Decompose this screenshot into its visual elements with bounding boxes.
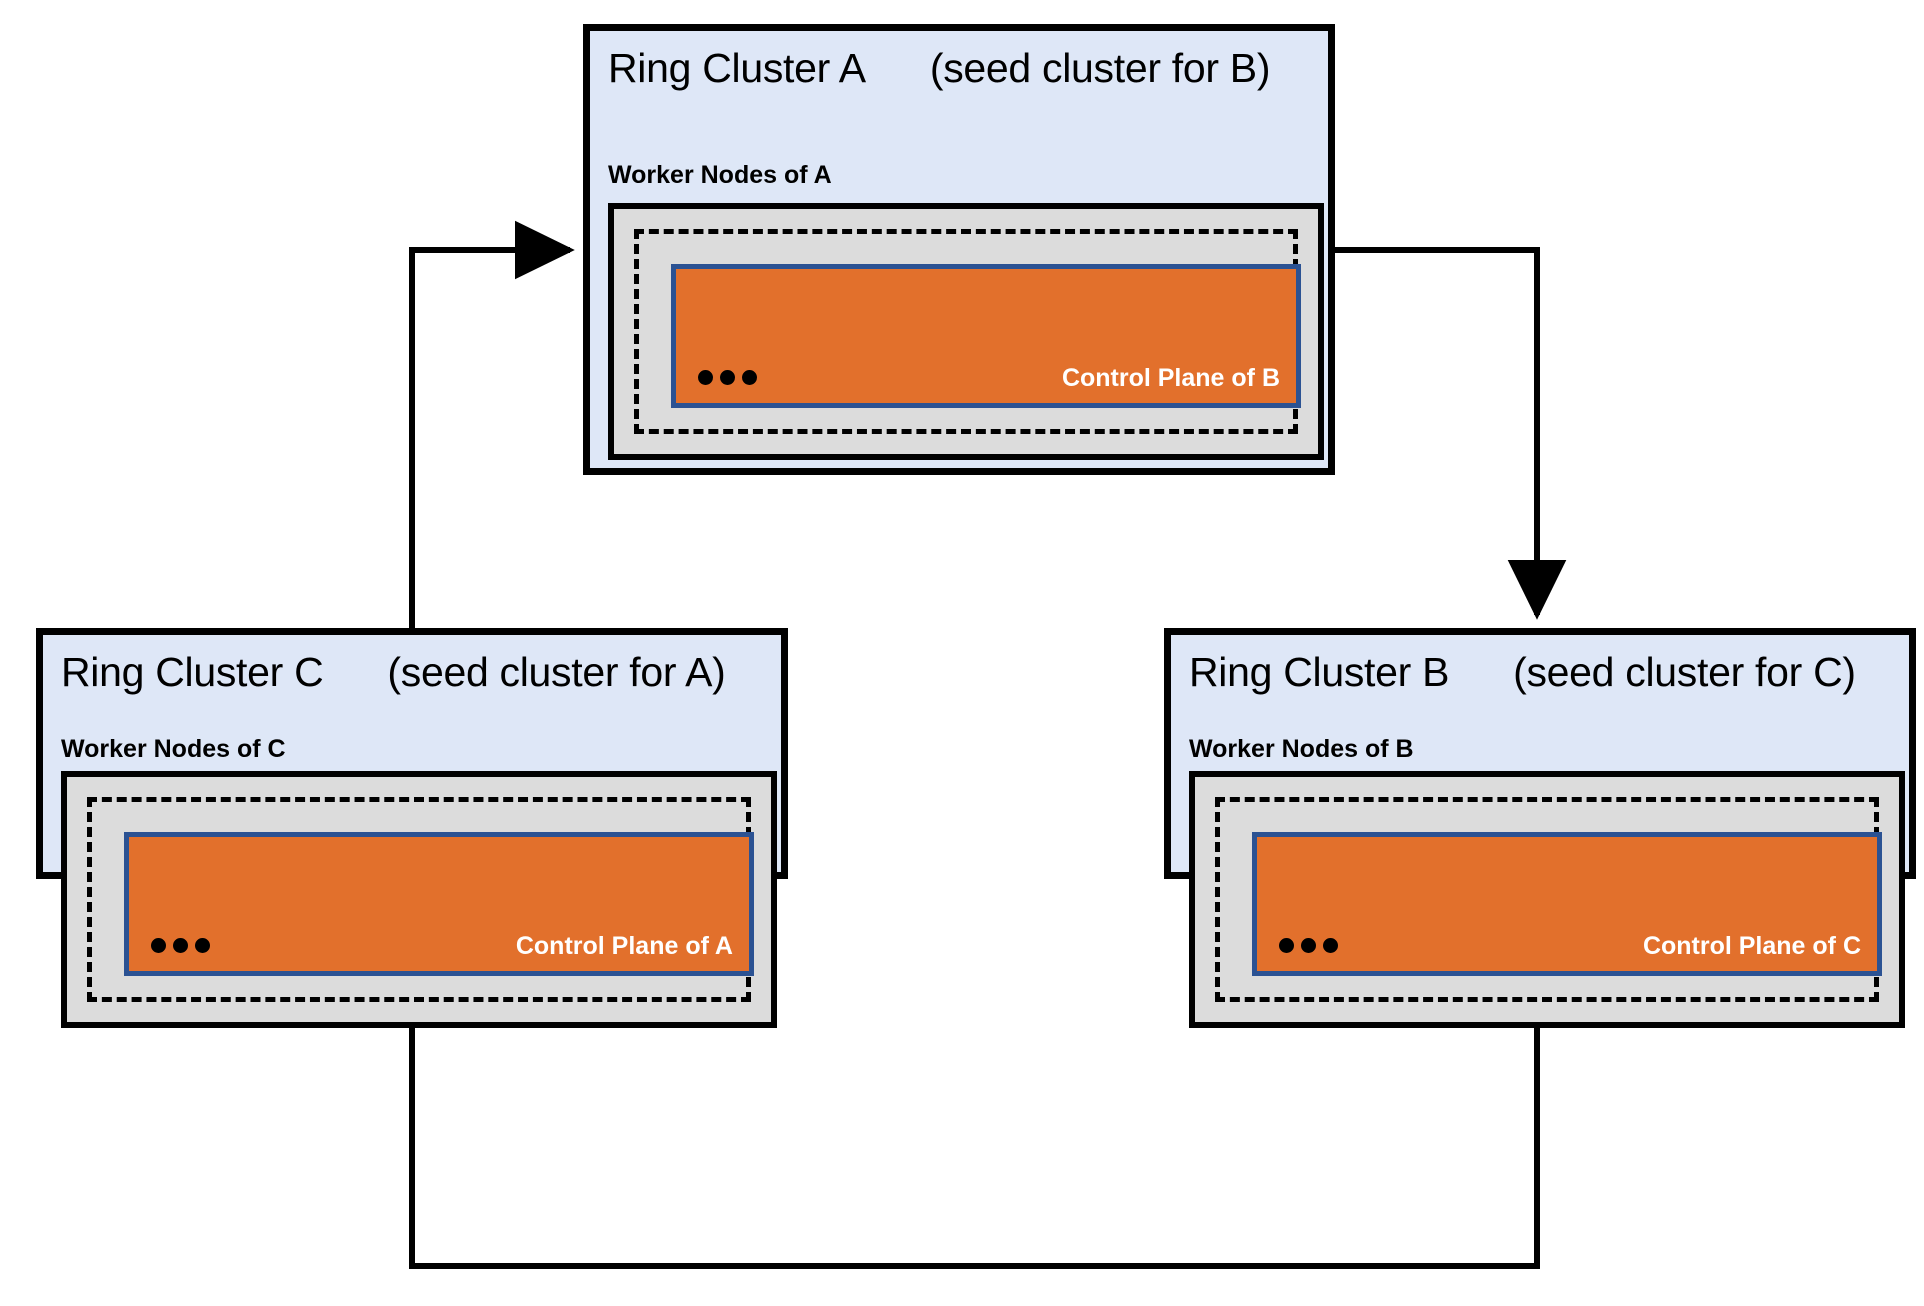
cluster-a-seed-note: (seed cluster for B)	[929, 45, 1271, 91]
cluster-b-dashed-boundary: Control Plane of C	[1215, 797, 1882, 1002]
cluster-b-title: Ring Cluster B (seed cluster for C)	[1189, 649, 1856, 696]
arrow-a-to-b	[1335, 247, 1567, 620]
cluster-a-name: Ring Cluster A	[608, 45, 866, 91]
cluster-c-control-plane-box[interactable]: Control Plane of A	[124, 832, 754, 976]
cluster-c-ellipsis-icon	[151, 938, 210, 953]
cluster-c-worker-label: Worker Nodes of C	[61, 735, 286, 763]
cluster-a-control-plane-label: Control Plane of B	[1061, 364, 1280, 392]
cluster-c-name: Ring Cluster C	[61, 649, 324, 695]
cluster-b-ellipsis-icon	[1279, 938, 1338, 953]
cluster-b-name: Ring Cluster B	[1189, 649, 1450, 695]
cluster-b-worker-nodes-box[interactable]: Control Plane of C	[1189, 771, 1905, 1028]
cluster-c-seed-note: (seed cluster for A)	[387, 649, 726, 695]
cluster-c-worker-nodes-box[interactable]: Control Plane of A	[61, 771, 777, 1028]
cluster-a-worker-label: Worker Nodes of A	[608, 161, 832, 189]
cluster-a-control-plane-box[interactable]: Control Plane of B	[671, 264, 1301, 408]
ring-cluster-a[interactable]: Ring Cluster A (seed cluster for B) Worke…	[583, 24, 1335, 475]
cluster-a-ellipsis-icon	[698, 370, 757, 385]
ring-cluster-b[interactable]: Ring Cluster B (seed cluster for C) Worke…	[1164, 628, 1916, 1028]
cluster-a-worker-nodes-box[interactable]: Control Plane of B	[608, 203, 1324, 460]
cluster-b-seed-note: (seed cluster for C)	[1513, 649, 1856, 695]
cluster-a-title: Ring Cluster A (seed cluster for B)	[608, 45, 1271, 92]
ring-cluster-c[interactable]: Ring Cluster C (seed cluster for A) Worke…	[36, 628, 788, 1028]
arrow-c-to-a	[409, 220, 575, 628]
cluster-b-worker-label: Worker Nodes of B	[1189, 735, 1414, 763]
cluster-a-dashed-boundary: Control Plane of B	[634, 229, 1301, 434]
cluster-c-control-plane-label: Control Plane of A	[515, 932, 733, 960]
cluster-b-control-plane-label: Control Plane of C	[1642, 932, 1861, 960]
cluster-c-dashed-boundary: Control Plane of A	[87, 797, 754, 1002]
cluster-b-control-plane-box[interactable]: Control Plane of C	[1252, 832, 1882, 976]
cluster-c-title: Ring Cluster C (seed cluster for A)	[61, 649, 726, 696]
